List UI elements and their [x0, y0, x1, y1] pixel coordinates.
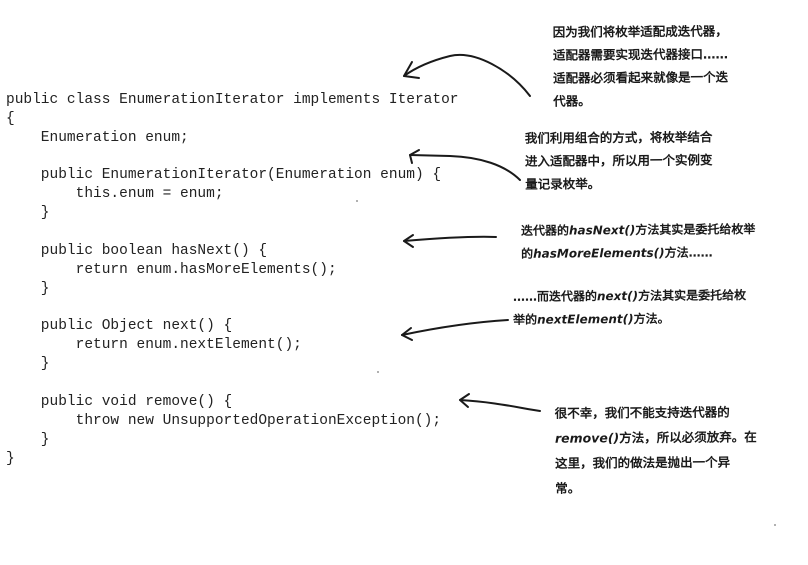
- code-line: public void remove() {: [6, 394, 233, 410]
- note-text: 迭代器的: [520, 223, 569, 238]
- note-line: 进入适配器中，所以用一个实例变: [524, 152, 713, 169]
- note-remove: 很不幸，我们不能支持迭代器的 remove()方法，所以必须放弃。在 这里，我们…: [555, 399, 758, 500]
- note-composition: 我们利用组合的方式，将枚举结合 进入适配器中，所以用一个实例变 量记录枚举。: [525, 125, 713, 195]
- scan-speck: [774, 524, 776, 526]
- code-line: }: [6, 432, 50, 448]
- note-line: 我们利用组合的方式，将枚举结合: [524, 129, 713, 146]
- note-method: hasNext(): [568, 223, 636, 238]
- arrow-adapter: [403, 53, 531, 97]
- note-line: 量记录枚举。: [525, 176, 601, 192]
- note-line: 适配器需要实现迭代器接口……: [552, 46, 728, 63]
- arrow-hasnext: [403, 235, 497, 242]
- code-line: public Object next() {: [6, 318, 233, 334]
- note-text: 方法。: [633, 311, 670, 326]
- note-line: 适配器必须看起来就像是一个迭: [553, 69, 729, 86]
- note-line: 代器。: [553, 93, 591, 109]
- note-text: 举的: [513, 312, 538, 327]
- note-line: 常。: [555, 480, 581, 496]
- code-line: throw new UnsupportedOperationException(…: [6, 413, 442, 429]
- note-text: 方法其实是委托给枚举: [635, 222, 756, 238]
- code-line: }: [6, 451, 15, 467]
- note-text: 方法，所以必须放弃。在: [619, 429, 757, 446]
- note-line: 的hasMoreElements()方法……: [521, 241, 756, 266]
- arrow-composition: [409, 154, 521, 181]
- code-line: }: [6, 205, 50, 221]
- code-line: this.enum = enum;: [6, 186, 224, 202]
- note-line: 迭代器的hasNext()方法其实是委托给枚举: [521, 218, 756, 243]
- code-line: public EnumerationIterator(Enumeration e…: [6, 167, 442, 183]
- note-text: 方法……: [664, 245, 713, 260]
- note-line: ……而迭代器的next()方法其实是委托给枚: [513, 284, 746, 309]
- note-method: remove(): [554, 430, 620, 446]
- code-line: Enumeration enum;: [6, 130, 189, 146]
- code-line: {: [6, 111, 15, 127]
- note-hasnext: 迭代器的hasNext()方法其实是委托给枚举 的hasMoreElements…: [521, 218, 756, 266]
- note-adapter: 因为我们将枚举适配成迭代器， 适配器需要实现迭代器接口…… 适配器必须看起来就像…: [553, 19, 729, 112]
- note-line: remove()方法，所以必须放弃。在: [555, 424, 757, 450]
- note-line: 因为我们将枚举适配成迭代器，: [552, 23, 728, 40]
- code-line: }: [6, 281, 50, 297]
- code-line: public boolean hasNext() {: [6, 243, 268, 259]
- note-line: 很不幸，我们不能支持迭代器的: [554, 404, 730, 421]
- scan-speck: [377, 371, 379, 373]
- note-line: 举的nextElement()方法。: [513, 307, 746, 332]
- code-line: }: [6, 356, 50, 372]
- note-text: 的: [521, 246, 534, 261]
- arrow-remove: [459, 399, 541, 412]
- note-text: ……而迭代器的: [512, 289, 597, 304]
- note-method: nextElement(): [537, 311, 634, 327]
- note-line: 这里，我们的做法是抛出一个异: [555, 454, 731, 471]
- note-method: next(): [596, 288, 639, 304]
- code-line: return enum.hasMoreElements();: [6, 262, 337, 278]
- code-line: return enum.nextElement();: [6, 337, 302, 353]
- scan-speck: [356, 200, 358, 202]
- code-line: public class EnumerationIterator impleme…: [6, 92, 459, 108]
- note-next: ……而迭代器的next()方法其实是委托给枚 举的nextElement()方法…: [513, 284, 746, 332]
- note-method: hasMoreElements(): [533, 245, 665, 261]
- note-text: 方法其实是委托给枚: [638, 288, 747, 303]
- arrow-next: [401, 319, 509, 336]
